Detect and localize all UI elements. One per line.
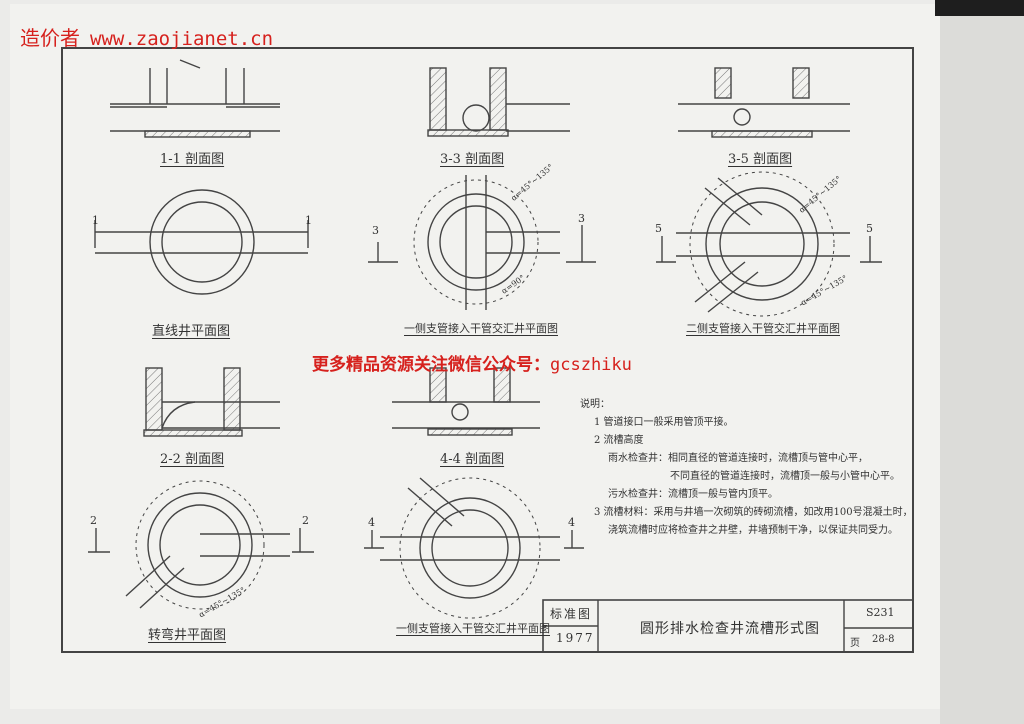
title-block-page-prefix: 页 [850,638,860,649]
caption-section-4-4: 4-4 剖面图 [440,452,505,467]
plan-one-branch-b [364,477,584,619]
notes-line-7: 浇筑流槽时应将检查井之井壁，井墙预制干净，以保证共同受力。 [608,525,898,536]
section-3-3 [427,67,570,137]
mark-2-left: 2 [90,514,97,527]
caption-section-3-5: 3-5 剖面图 [728,152,793,167]
caption-section-3-3: 3-3 剖面图 [440,152,505,167]
page-edge [940,0,1024,724]
watermark-cn: 造价者 [20,26,80,50]
notes-line-3: 雨水检查井：相同直径的管道连接时，流槽顶与管中心平， [608,453,868,464]
plan-two-branch [656,171,882,317]
mark-5-right: 5 [866,222,873,235]
caption-plan-one-branch-b: 一侧支管接入干管交汇井平面图 [396,622,550,635]
plan-turn [88,480,314,610]
section-4-4 [392,367,540,436]
notes-heading: 说明： [580,399,610,410]
watermark-mid: 更多精品资源关注微信公众号：gcszhiku [312,350,632,375]
title-block-lines [542,599,914,653]
notes-line-2: 2 流槽高度 [594,435,644,446]
drawing-frame [61,47,914,653]
notes-line-4: 不同直径的管道连接时，流槽顶一般与小管中心平。 [670,471,900,482]
paper [10,4,940,709]
mark-1-left: 1 [92,214,99,227]
section-1-1 [110,59,280,138]
section-2-2 [143,367,280,437]
plan-one-branch [368,175,596,310]
watermark-mid-code: gcszhiku [550,355,632,375]
watermark-mid-text: 更多精品资源关注微信公众号： [312,355,550,375]
title-block-page: 28-8 [872,634,895,645]
caption-plan-one-branch: 一侧支管接入干管交汇井平面图 [404,322,558,335]
notes-line-5: 污水检查井：流槽顶一般与管内顶平。 [608,489,778,500]
caption-plan-turn: 转弯井平面图 [148,628,227,643]
title-block-std-label: 标准图 [550,607,593,621]
caption-plan-straight: 直线井平面图 [152,324,231,339]
title-block-code: S231 [866,606,895,619]
title-block-year: 1977 [556,631,595,645]
plan-straight [94,189,309,295]
watermark-url[interactable]: www.zaojianet.cn [90,28,274,50]
caption-section-2-2: 2-2 剖面图 [160,452,225,467]
mark-3-right: 3 [578,212,585,225]
notes-line-1: 1 管道接口一般采用管顶平接。 [594,417,734,428]
notes-block: 说明： 1 管道接口一般采用管顶平接。 2 流槽高度 雨水检查井：相同直径的管道… [580,396,913,540]
caption-plan-two-branch: 二侧支管接入干管交汇井平面图 [686,322,840,335]
notes-line-6: 3 流槽材料：采用与井墙一次砌筑的砖砌流槽，如改用100号混凝土时， [594,507,913,518]
title-block-title: 圆形排水检查井流槽形式图 [640,621,820,637]
mark-4-right: 4 [568,516,575,529]
mark-5-left: 5 [655,222,662,235]
mark-3-left: 3 [372,224,379,237]
scanner-bar [935,0,1024,16]
section-3-5 [678,67,850,138]
mark-1-right: 1 [305,214,312,227]
caption-section-1-1: 1-1 剖面图 [160,152,225,167]
mark-4-left: 4 [368,516,375,529]
mark-2-right: 2 [302,514,309,527]
watermark-top: 造价者 www.zaojianet.cn [20,22,273,51]
